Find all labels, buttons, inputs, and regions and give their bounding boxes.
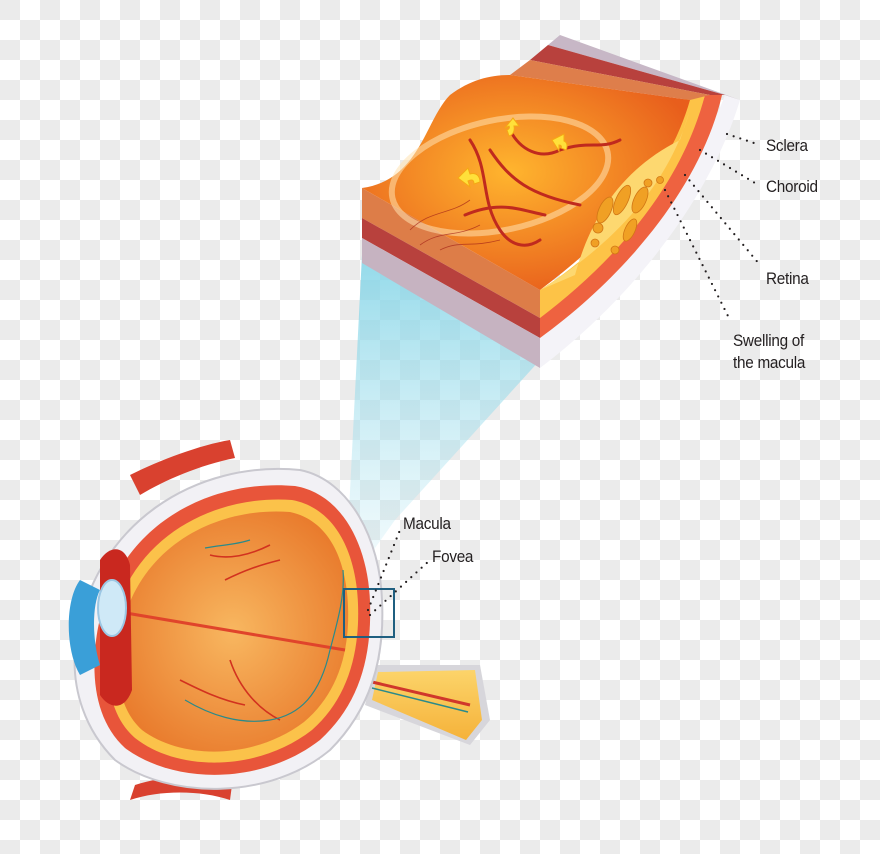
label-choroid: Choroid bbox=[766, 177, 818, 196]
leader-lines bbox=[366, 132, 762, 617]
label-fovea: Fovea bbox=[432, 547, 474, 566]
label-sclera: Sclera bbox=[766, 136, 808, 155]
label-swelling-line2: the macula bbox=[733, 353, 806, 372]
macula-highlight-box bbox=[343, 588, 395, 638]
label-retina: Retina bbox=[766, 269, 809, 288]
retina-cross-section-block bbox=[362, 35, 740, 368]
label-macula: Macula bbox=[403, 514, 451, 533]
label-swelling-line1: Swelling of bbox=[733, 331, 805, 350]
eye-cross-section bbox=[68, 440, 490, 800]
